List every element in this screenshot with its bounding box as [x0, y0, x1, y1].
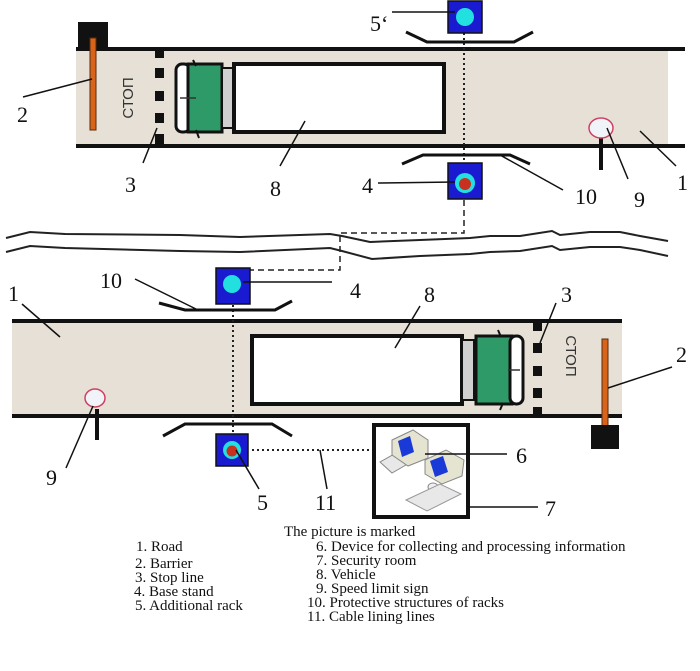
- callout-stop-line-bottom: 3: [561, 282, 572, 307]
- legend-item: 7. Security room: [316, 553, 417, 569]
- protective-structure-bottom-upper: [158, 299, 293, 312]
- legend-item: 1. Road: [136, 539, 183, 555]
- barrier-arm-top: [89, 37, 97, 131]
- legend-item: 8. Vehicle: [316, 567, 376, 583]
- legend-item: 5. Additional rack: [135, 598, 243, 614]
- callout-lines-bottom: [21, 278, 673, 508]
- base-stand-bottom: [215, 267, 251, 305]
- callout-cable: 11: [315, 490, 336, 515]
- additional-rack-top: [447, 0, 483, 34]
- vehicle-bottom-trailer: [250, 334, 464, 406]
- callout-road-bottom: 1: [8, 281, 19, 306]
- callout-protective-top: 10: [575, 184, 597, 209]
- speed-limit-sign-top: [588, 117, 614, 170]
- callout-speed-sign-bottom: 9: [46, 465, 57, 490]
- barrier-arm-bottom: [601, 338, 609, 436]
- barrier-post-bottom: [591, 425, 619, 449]
- dashed-link: [250, 200, 465, 271]
- break-line-lower: [5, 244, 669, 261]
- callout-protective-bottom: 10: [100, 268, 122, 293]
- protective-structure-top-lower: [401, 153, 531, 166]
- bottom-scene: СТОП: [8, 267, 687, 521]
- callout-road-top: 1: [677, 170, 688, 195]
- scene-separator: [5, 200, 669, 271]
- callout-barrier-bottom: 2: [676, 342, 687, 367]
- legend-item: 6. Device for collecting and processing …: [316, 539, 626, 555]
- stop-line-top: [155, 50, 164, 144]
- stop-text-bottom: СТОП: [562, 335, 579, 376]
- legend-item: 11. Cable lining lines: [307, 609, 435, 625]
- vehicle-bottom: [250, 329, 525, 411]
- legend-item: 2. Barrier: [135, 556, 193, 572]
- protective-structure-top-upper: [405, 30, 534, 44]
- vehicle-top-trailer: [232, 62, 446, 134]
- protective-structure-bottom-lower: [162, 422, 293, 438]
- legend-left-column: 1. Road 2. Barrier 3. Stop line 4. Base …: [133, 539, 243, 614]
- vehicle-bottom-coupler: [461, 339, 475, 401]
- speed-limit-sign-bottom: [84, 388, 106, 440]
- legend-item: 4. Base stand: [134, 584, 214, 600]
- base-stand-top: [447, 162, 483, 200]
- legend-right-column: 6. Device for collecting and processing …: [290, 539, 626, 625]
- callout-additional-rack-bottom: 5: [257, 490, 268, 515]
- callout-vehicle-bottom: 8: [424, 282, 435, 307]
- callout-additional-rack-top: 5‘: [370, 11, 388, 36]
- callout-device: 6: [516, 443, 527, 468]
- callout-barrier-top: 2: [17, 102, 28, 127]
- legend-title: The picture is marked: [284, 524, 416, 540]
- callout-stop-line-top: 3: [125, 172, 136, 197]
- device-computer-icon: [379, 429, 465, 512]
- legend-item: 3. Stop line: [135, 570, 204, 586]
- vehicle-bottom-cab: [474, 334, 514, 406]
- callout-lines-top: [22, 11, 677, 191]
- legend-item: 10. Protective structures of racks: [307, 595, 505, 611]
- top-scene: СТОП: [17, 0, 688, 212]
- callout-base-stand-bottom: 4: [350, 278, 361, 303]
- stop-text-top: СТОП: [120, 77, 137, 118]
- legend-item: 9. Speed limit sign: [316, 581, 429, 597]
- callout-vehicle-top: 8: [270, 176, 281, 201]
- stop-line-bottom: [533, 323, 542, 415]
- break-line-upper: [5, 229, 669, 244]
- callout-base-stand-top: 4: [362, 173, 373, 198]
- callout-speed-sign-top: 9: [634, 187, 645, 212]
- vehicle-top: [174, 59, 446, 139]
- callout-security-room: 7: [545, 496, 556, 521]
